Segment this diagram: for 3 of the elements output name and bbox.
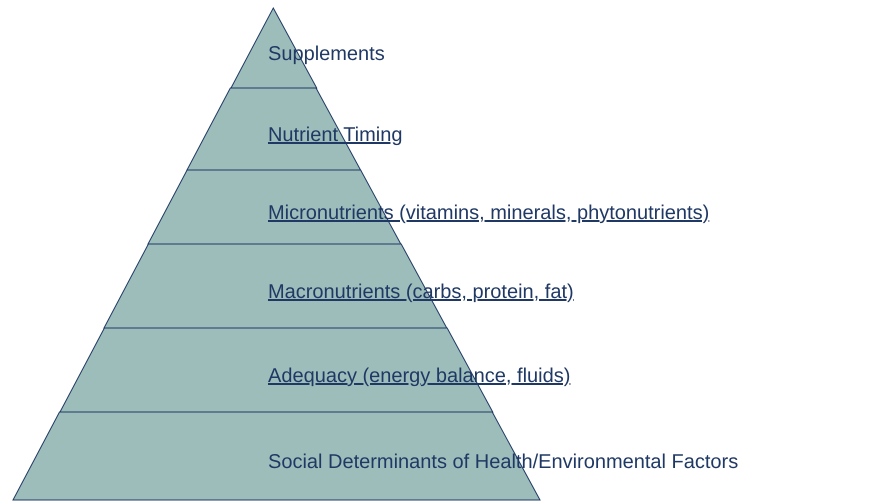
pyramid-layer [147, 170, 402, 244]
layer-label: Adequacy (energy balance, fluids) [268, 364, 570, 388]
layer-label: Nutrient Timing [268, 123, 402, 147]
